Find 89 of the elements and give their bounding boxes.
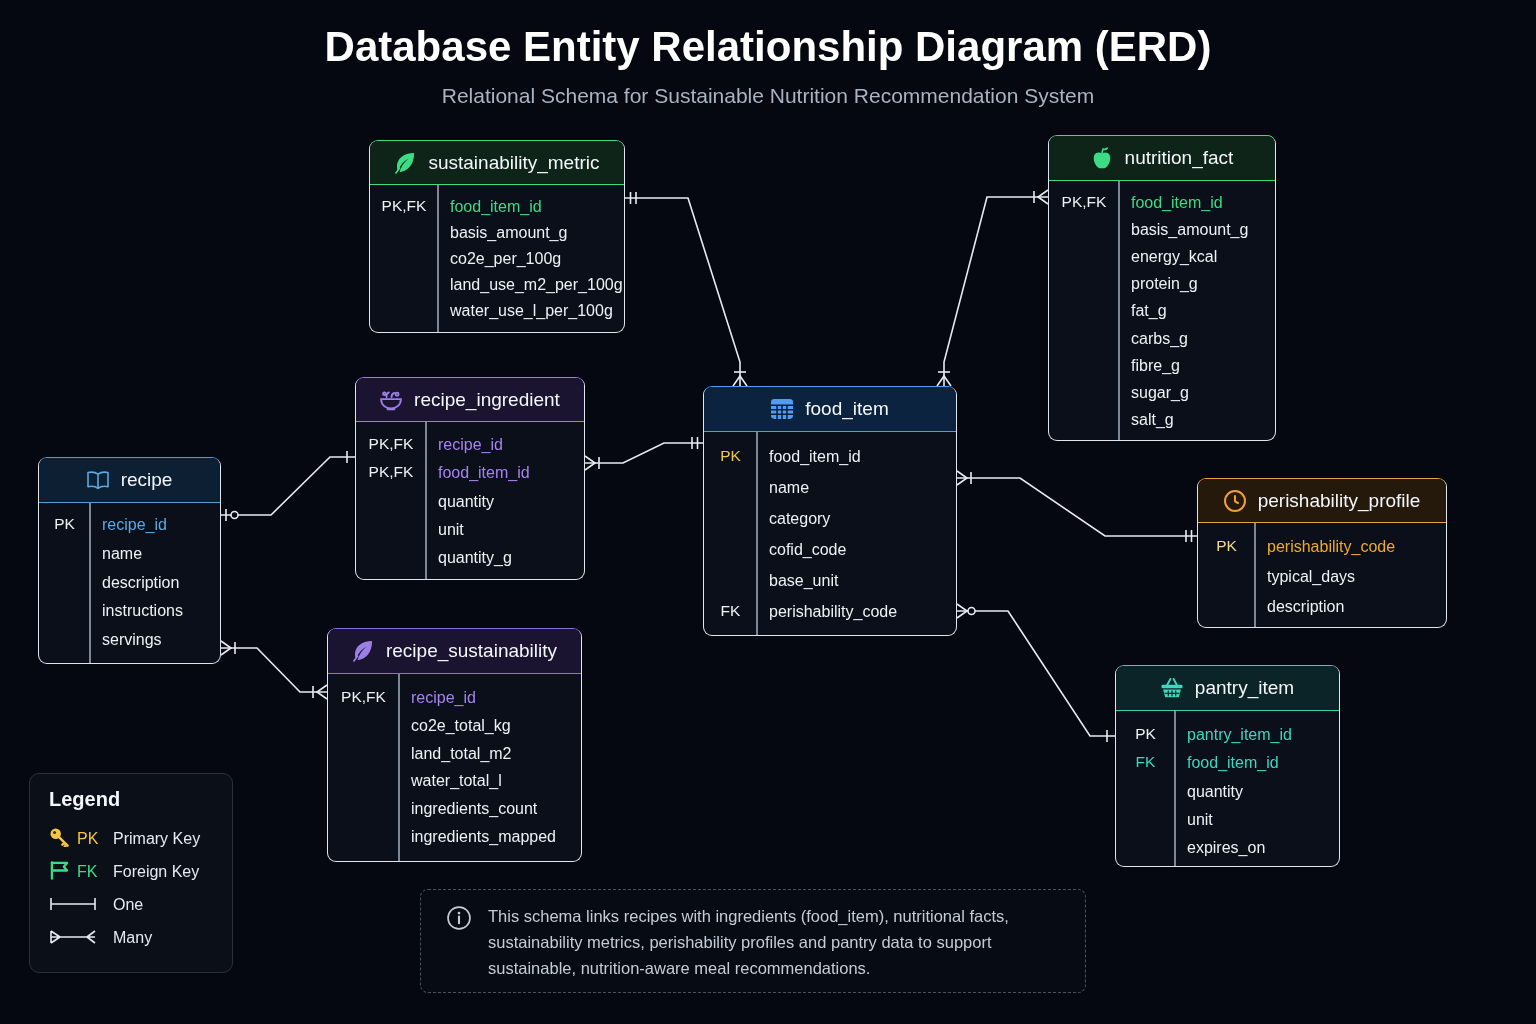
entity-table xyxy=(369,140,625,333)
diagram-subtitle: Relational Schema for Sustainable Nutrition Recommendation System xyxy=(441,84,1095,108)
relationship-line xyxy=(624,191,748,387)
column-name: basis_amount_g xyxy=(450,222,568,242)
column-name: description xyxy=(1267,596,1345,616)
diagram-title: Database Entity Relationship Diagram (ERD) xyxy=(324,22,1212,72)
column-name: fat_g xyxy=(1131,300,1167,320)
key-label: PK xyxy=(720,447,741,465)
key-label: PK xyxy=(1135,725,1156,743)
relationship-line xyxy=(956,470,1198,543)
legend-text: Foreign Key xyxy=(113,861,200,881)
note-text: This schema links recipes with ingredients (food_item), nutritional facts, sustainability metrics, perishability profiles and pantry data to support sustainable, nutrition-aware meal recommendations. xyxy=(488,906,1010,979)
column-name: quantity xyxy=(1187,781,1244,800)
table-name: recipe_ingredient xyxy=(414,388,560,411)
column-name: food_item_id xyxy=(769,446,861,466)
entity-table xyxy=(1197,478,1447,628)
key-label: PK xyxy=(1216,537,1237,555)
table-name: nutrition_fact xyxy=(1124,147,1234,169)
relationship-line xyxy=(936,189,1049,387)
key-label: PK,FK xyxy=(381,197,427,215)
column-name: land_use_m2_per_100g xyxy=(450,274,623,294)
key-abbreviation: PK xyxy=(77,828,99,848)
info-note-box xyxy=(420,889,1086,993)
column-name: servings xyxy=(102,629,162,649)
column-name: ingredients_mapped xyxy=(411,826,556,846)
key-label: FK xyxy=(1135,753,1156,772)
legend-text: Many xyxy=(113,927,153,947)
entity-table xyxy=(327,628,582,862)
column-name: perishability_code xyxy=(1267,536,1396,556)
column-name: name xyxy=(769,477,810,497)
key-label: PK,FK xyxy=(341,688,386,706)
relationship-line xyxy=(956,603,1116,743)
column-name: carbs_g xyxy=(1131,328,1188,347)
column-name: expires_on xyxy=(1187,837,1266,857)
key-label: PK,FK xyxy=(1061,193,1107,211)
column-name: perishability_code xyxy=(769,601,898,621)
column-name: description xyxy=(102,572,180,591)
entity-table xyxy=(38,457,221,664)
table-name: perishability_profile xyxy=(1257,489,1421,512)
column-name: quantity xyxy=(438,491,495,511)
column-name: recipe_id xyxy=(411,687,476,707)
key-label: PK,FK xyxy=(368,463,414,482)
column-name: basis_amount_g xyxy=(1131,219,1249,239)
key-abbreviation: FK xyxy=(77,861,98,881)
entity-table xyxy=(1115,665,1340,867)
column-name: co2e_total_kg xyxy=(411,715,511,735)
column-name: instructions xyxy=(102,600,183,620)
column-name: food_item_id xyxy=(438,462,530,482)
column-name: food_item_id xyxy=(1131,192,1223,212)
column-name: ingredients_count xyxy=(411,798,538,818)
column-name: pantry_item_id xyxy=(1187,724,1292,744)
column-name: cofid_code xyxy=(769,539,847,559)
table-name: sustainability_metric xyxy=(428,151,600,174)
table-name: pantry_item xyxy=(1194,677,1295,699)
column-name: land_total_m2 xyxy=(411,743,512,763)
relationship-line xyxy=(584,436,704,471)
column-name: water_use_l_per_100g xyxy=(450,300,613,320)
column-name: unit xyxy=(438,519,464,539)
entity-table xyxy=(1048,135,1276,441)
column-name: food_item_id xyxy=(1187,752,1279,772)
column-name: salt_g xyxy=(1131,409,1174,429)
column-name: water_total_l xyxy=(411,770,502,790)
key-label: PK,FK xyxy=(368,435,414,453)
table-name: recipe xyxy=(120,469,173,491)
column-name: fibre_g xyxy=(1131,355,1180,375)
column-name: quantity_g xyxy=(438,547,512,567)
legend-title: Legend xyxy=(49,787,121,811)
relationship-line xyxy=(220,640,328,700)
column-name: sugar_g xyxy=(1131,382,1189,402)
key-label: FK xyxy=(720,602,741,620)
column-name: co2e_per_100g xyxy=(450,248,562,268)
legend-text: Primary Key xyxy=(113,828,201,848)
column-name: recipe_id xyxy=(102,514,167,534)
relationship-line xyxy=(220,450,356,522)
table-name: food_item xyxy=(805,398,889,420)
legend-text: One xyxy=(113,894,144,914)
column-name: protein_g xyxy=(1131,273,1198,293)
column-name: typical_days xyxy=(1267,566,1356,586)
column-name: category xyxy=(769,508,831,528)
table-name: recipe_sustainability xyxy=(385,640,558,662)
column-name: base_unit xyxy=(769,570,839,590)
column-name: food_item_id xyxy=(450,196,542,216)
key-label: PK xyxy=(54,515,75,533)
column-name: name xyxy=(102,543,143,563)
column-name: unit xyxy=(1187,809,1213,829)
column-name: energy_kcal xyxy=(1131,246,1218,266)
entity-table xyxy=(703,386,957,636)
column-name: recipe_id xyxy=(438,434,503,454)
entity-table xyxy=(355,377,585,580)
